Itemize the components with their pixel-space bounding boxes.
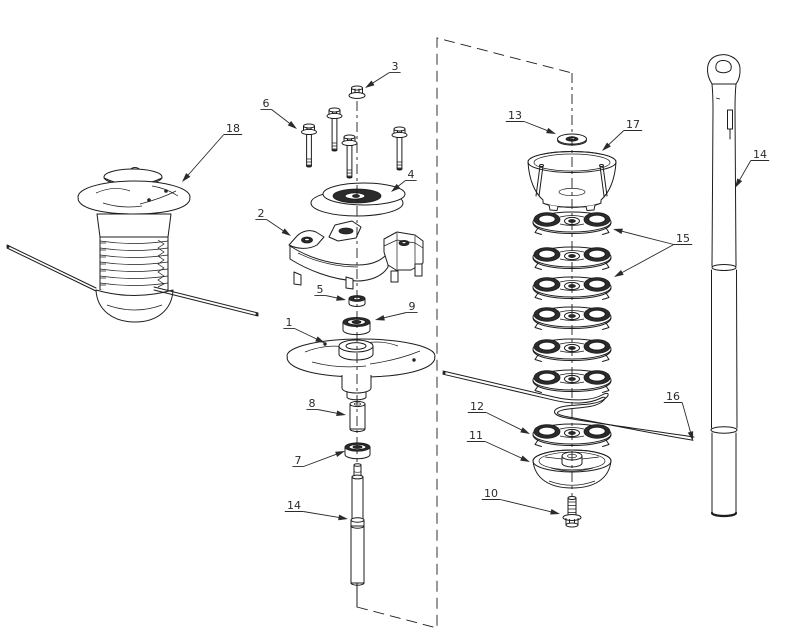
part-10-bolt [562,496,582,528]
part-2-housing-bracket [288,220,424,290]
callout-18: 18 [182,122,243,182]
callout-leader-line [186,134,225,178]
callout-arrowhead [687,431,694,441]
callout-leader-line [303,511,342,519]
callout-12: 12 [467,400,530,434]
callout-number: 16 [666,390,680,403]
callout-3: 3 [365,60,401,88]
callout-leader-line [619,230,674,245]
part-7-bearing-lower [344,442,371,460]
part-16-trimmer-line [442,370,695,441]
callout-arrowhead [614,270,624,277]
part-15-line-discs-stack [532,211,612,393]
callout-leader-line [738,160,752,183]
part-6-flange-bolts [301,107,408,179]
part-14-drive-shaft-tube [707,54,741,518]
callout-leader-line [381,312,407,319]
callout-arrowhead [287,120,297,129]
part-14-spindle-shaft [350,463,365,586]
callout-6: 6 [260,97,297,129]
callout-arrowhead [735,178,743,188]
callout-14: 14 [284,499,348,521]
head-disc-spool [99,236,169,293]
callout-16: 16 [663,390,694,441]
callout-number: 14 [753,148,767,161]
callout-arrowhead [550,509,560,515]
callout-number: 4 [408,168,415,181]
callout-arrowhead [336,410,346,416]
part-1-spindle-plate [286,338,436,401]
callout-arrowhead [613,228,623,235]
callout-number: 15 [676,232,690,245]
callout-arrowhead [365,80,375,88]
callout-leader-line [606,130,625,147]
callout-leader-line [294,328,319,341]
callout-leader-line [524,121,550,132]
callout-leader-line [271,109,292,126]
part-4-dished-washer [310,182,406,217]
head-neck [96,213,172,238]
callout-4: 4 [391,168,417,192]
callout-15: 15 [613,228,693,277]
callout-number: 2 [258,207,265,220]
callout-11: 11 [466,429,530,462]
callout-number: 11 [469,429,483,442]
callout-number: 1 [286,316,293,329]
part-9-bearing-upper [342,316,371,336]
callout-2: 2 [255,207,291,236]
callout-leader-line [303,453,339,467]
callout-14: 14 [735,148,770,188]
callout-arrowhead [336,295,346,301]
callout-13: 13 [505,109,556,134]
callout-number: 9 [409,300,416,313]
callout-arrowhead [602,142,611,151]
callout-number: 14 [287,499,301,512]
trimmer-line-left [6,244,259,317]
callout-number: 13 [508,109,522,122]
callout-number: 8 [309,397,316,410]
callout-arrowhead [375,315,385,321]
callout-7: 7 [292,451,345,467]
part-18-trimmer-head-assembly [77,167,191,323]
callout-9: 9 [375,300,418,321]
callout-leader-line [317,409,340,415]
head-bottom-cup [95,289,174,323]
callout-10: 10 [481,487,560,515]
callout-arrowhead [546,127,556,134]
callout-leader-line [681,402,692,435]
callout-arrowhead [182,173,191,182]
callout-arrowhead [315,336,325,343]
callout-number: 12 [470,400,484,413]
callout-arrowhead [520,427,530,434]
callout-number: 5 [317,283,324,296]
callout-number: 10 [484,487,498,500]
callout-arrowhead [520,455,530,462]
callout-arrowhead [281,228,291,236]
callout-8: 8 [306,397,346,416]
callout-number: 3 [392,60,399,73]
callout-number: 6 [263,97,270,110]
callout-arrowhead [338,514,348,521]
callout-number: 7 [295,454,302,467]
callout-17: 17 [602,118,643,151]
callout-arrowhead [391,183,401,192]
callout-arrowhead [335,451,345,457]
part-3-flange-nut [348,85,366,99]
callout-number: 18 [226,122,240,135]
callout-leader-line [485,441,524,460]
dashed-axis-border [356,37,573,629]
part-8-spacer-bushing [349,400,366,433]
callout-number: 17 [626,118,640,131]
callout-leader-line [619,244,675,275]
callout-leader-line [370,72,390,85]
callout-leader-line [266,219,286,233]
callout-5: 5 [314,283,346,301]
callout-1: 1 [283,316,325,343]
callout-leader-line [486,412,524,432]
callout-leader-line [500,499,554,513]
